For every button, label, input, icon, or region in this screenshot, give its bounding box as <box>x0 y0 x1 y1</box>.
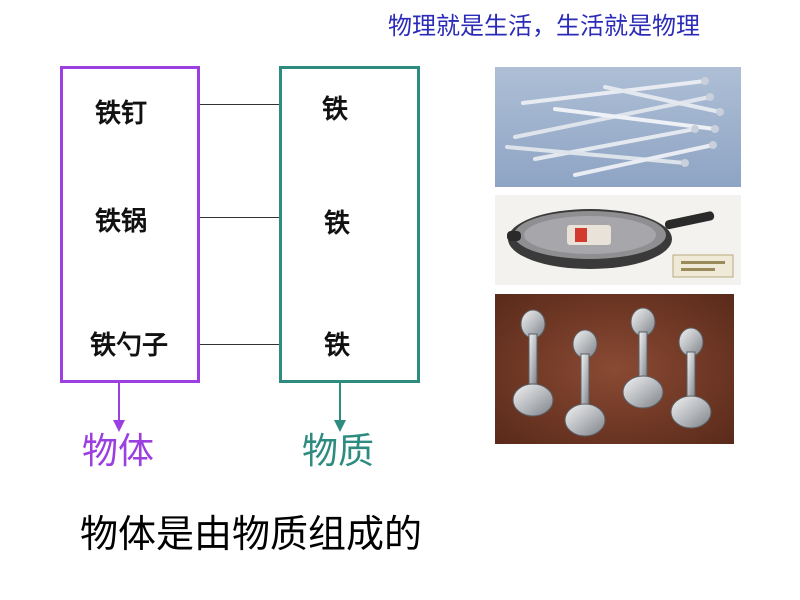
wok-photo <box>495 195 741 285</box>
category-object: 物体 <box>82 431 155 472</box>
object-arrow-line <box>118 383 120 423</box>
substance-item-1: 铁 <box>322 95 349 125</box>
substance-arrow-head <box>334 420 346 432</box>
substance-item-3: 铁 <box>324 331 351 361</box>
link-line-3 <box>200 344 279 345</box>
category-substance: 物质 <box>302 431 375 472</box>
object-box <box>60 66 200 383</box>
slogan-text: 物理就是生活，生活就是物理 <box>388 12 700 40</box>
link-line-1 <box>200 104 279 105</box>
nails-photo <box>495 67 741 187</box>
object-arrow-head <box>113 420 125 432</box>
object-item-nail: 铁钉 <box>95 99 148 129</box>
conclusion-text: 物体是由物质组成的 <box>80 512 423 556</box>
link-line-2 <box>200 217 279 218</box>
object-item-spoon: 铁勺子 <box>90 331 169 361</box>
substance-arrow-line <box>339 383 341 423</box>
substance-item-2: 铁 <box>324 209 351 239</box>
substance-box <box>279 66 420 383</box>
spoons-photo <box>495 294 734 444</box>
object-item-wok: 铁锅 <box>95 207 148 237</box>
